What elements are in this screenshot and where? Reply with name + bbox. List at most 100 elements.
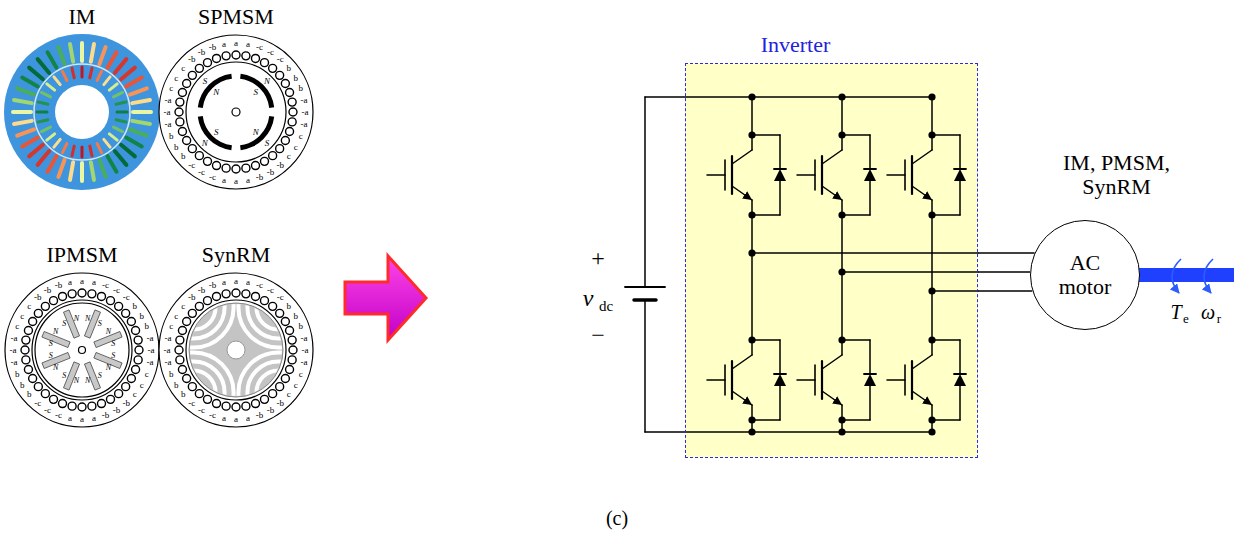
- phase-label: -c: [209, 410, 216, 419]
- igbt-channel: [911, 361, 913, 399]
- conductor: [232, 403, 240, 411]
- phase-label: -b: [102, 410, 110, 419]
- conductor: [68, 402, 76, 410]
- igbt-channel: [731, 156, 733, 194]
- diode-wire: [932, 134, 960, 136]
- battery-plate: [634, 298, 656, 302]
- interior-magnet: [84, 362, 100, 390]
- shaft: [232, 108, 240, 116]
- phase-label: -b: [113, 405, 121, 414]
- stator-slot: [29, 145, 43, 157]
- igbt-emitter: [822, 186, 842, 200]
- conductor: [281, 375, 289, 383]
- rotor-bar: [117, 111, 127, 114]
- conductor: [24, 365, 32, 373]
- stator-slot: [14, 100, 32, 103]
- conductor: [204, 59, 212, 67]
- phase-label: -a: [165, 334, 172, 343]
- conductor: [21, 346, 29, 354]
- stator-slot: [108, 52, 117, 68]
- pole-label: S: [203, 76, 208, 85]
- conductor: [34, 309, 42, 317]
- stator-slot: [108, 156, 117, 172]
- conductor: [50, 297, 58, 305]
- stator-slot: [126, 78, 142, 87]
- leg-wire: [841, 200, 843, 355]
- pole-label: N: [74, 377, 79, 385]
- igbt-gate-lead: [707, 174, 725, 176]
- syn-motor-section: [154, 268, 319, 433]
- conductor: [289, 108, 297, 116]
- conductor: [251, 162, 259, 170]
- surface-magnet: [198, 74, 232, 108]
- diode-wire: [779, 181, 781, 215]
- stator-bore: [186, 62, 286, 162]
- phase-label: -c: [55, 410, 62, 419]
- conductor: [115, 390, 123, 398]
- motor-section: SPMSM: [158, 34, 314, 190]
- phase-label: -b: [267, 167, 275, 176]
- diode-bar: [774, 168, 786, 170]
- pole-label: S: [214, 127, 219, 136]
- phase-label: -c: [123, 293, 130, 302]
- diode-wire: [932, 419, 960, 421]
- phase-label: c: [174, 311, 178, 320]
- im-motor-section: [4, 34, 160, 190]
- phase-label: -a: [11, 334, 18, 343]
- phase-label: -a: [164, 346, 171, 355]
- motor-title: IM: [4, 4, 160, 30]
- conductor: [176, 356, 184, 364]
- motor-title: SynRM: [158, 242, 314, 268]
- inverter-ground: [685, 63, 978, 458]
- junction-dot: [838, 416, 845, 423]
- igbt-emitter: [822, 391, 842, 405]
- conductor: [269, 152, 277, 160]
- interior-magnet: [63, 310, 79, 338]
- conductor: [195, 152, 203, 160]
- conductor: [97, 292, 105, 300]
- conductor: [242, 164, 250, 172]
- conductor: [178, 89, 186, 97]
- conductor: [213, 162, 221, 170]
- flux-barrier: [154, 268, 234, 348]
- phase-label: -a: [165, 119, 172, 128]
- stator-slot: [17, 88, 34, 94]
- phase-label: -c: [188, 160, 195, 169]
- conductor: [29, 318, 37, 326]
- junction-dot: [928, 93, 935, 100]
- junction-dot: [748, 211, 755, 218]
- surface-magnet: [240, 74, 274, 108]
- igbt-gate-lead: [887, 174, 905, 176]
- igbt-channel: [911, 156, 913, 194]
- conductor: [68, 290, 76, 298]
- pole-label: S: [98, 320, 102, 328]
- stator-slot: [80, 163, 84, 181]
- stator-bore: [32, 300, 132, 400]
- torque-subscript: e: [1183, 312, 1189, 325]
- stator-slot: [14, 121, 32, 124]
- diode-bar: [954, 168, 966, 170]
- inverter-title: Inverter: [650, 32, 941, 58]
- phase-label: b: [181, 152, 186, 161]
- flux-barrier: [247, 361, 309, 423]
- conductor: [276, 383, 284, 391]
- conductor: [269, 390, 277, 398]
- conductor: [204, 157, 212, 165]
- flux-barrier: [256, 370, 300, 414]
- phase-label: b: [15, 369, 20, 378]
- phase-label: b: [27, 390, 32, 399]
- phase-label: a: [246, 175, 250, 184]
- phase-label: a: [80, 277, 84, 286]
- phase-label: -c: [198, 167, 205, 176]
- motor-circle: IM, PMSM, SynRMAC motor: [1030, 220, 1140, 330]
- igbt-gate-lead: [887, 379, 905, 381]
- rotor-bar: [81, 67, 84, 77]
- phase-label: -c: [209, 172, 216, 181]
- pole-label: S: [111, 340, 115, 348]
- conductor: [29, 375, 37, 383]
- conductor: [134, 356, 142, 364]
- conductor: [127, 375, 135, 383]
- stator-outline: [159, 35, 313, 189]
- diode-symbol: [954, 169, 966, 181]
